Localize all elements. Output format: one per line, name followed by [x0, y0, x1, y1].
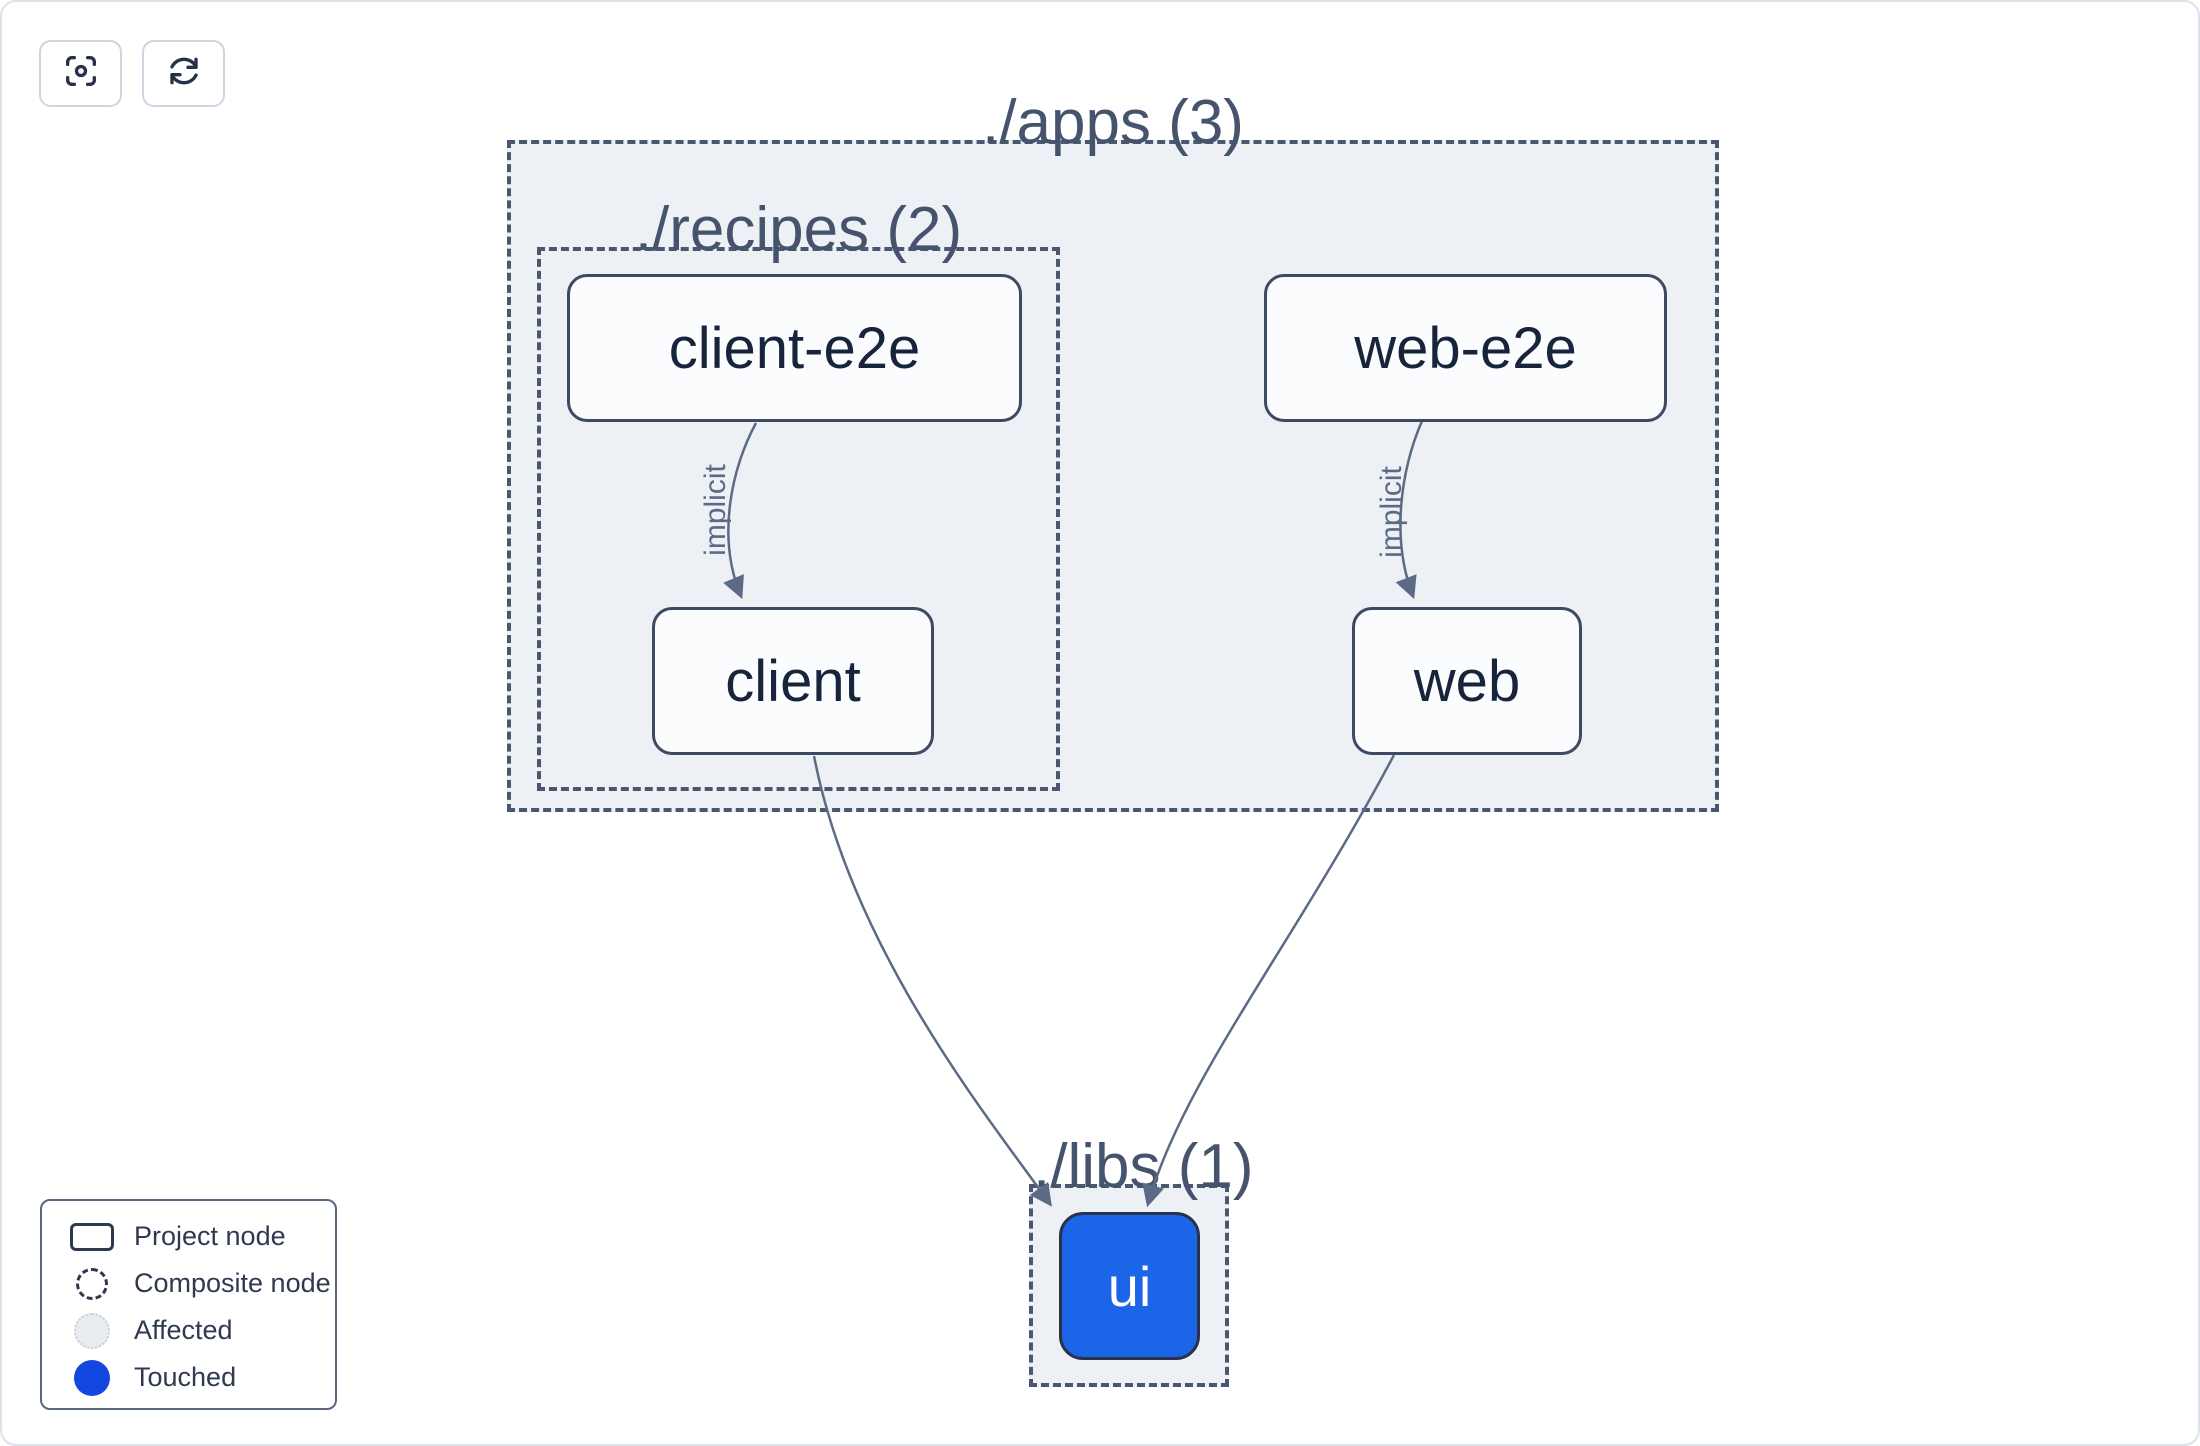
- node-label: web-e2e: [1354, 315, 1577, 381]
- legend-item-touched: Touched: [64, 1354, 335, 1401]
- project-node-ui-touched[interactable]: ui: [1059, 1212, 1200, 1360]
- edge-client-to-ui: [812, 755, 1052, 1207]
- group-label-libs: ./libs (1): [1033, 1131, 1254, 1201]
- project-node-web-e2e[interactable]: web-e2e: [1264, 274, 1667, 422]
- legend-label: Affected: [134, 1315, 233, 1345]
- node-label: client-e2e: [668, 315, 921, 381]
- legend-item-composite-node: Composite node: [64, 1260, 335, 1307]
- legend-label: Touched: [134, 1362, 237, 1392]
- affected-swatch-icon: [74, 1312, 110, 1349]
- legend-item-project-node: Project node: [64, 1213, 335, 1260]
- touched-swatch-icon: [74, 1359, 110, 1396]
- focus-crosshair-icon: [61, 51, 101, 96]
- group-label-apps: ./apps (3): [982, 87, 1244, 157]
- project-node-web[interactable]: web: [1352, 607, 1582, 755]
- legend-item-affected: Affected: [64, 1307, 335, 1354]
- legend-label: Composite node: [134, 1268, 331, 1298]
- graph-legend: Project node Composite node Affected Tou…: [40, 1199, 337, 1410]
- refresh-graph-button[interactable]: [142, 40, 225, 107]
- project-node-client[interactable]: client: [652, 607, 934, 755]
- legend-label: Project node: [134, 1221, 286, 1251]
- node-label: ui: [1107, 1254, 1152, 1318]
- node-label: client: [725, 648, 861, 714]
- project-node-client-e2e[interactable]: client-e2e: [567, 274, 1022, 422]
- node-label: web: [1413, 648, 1521, 714]
- refresh-icon: [164, 51, 204, 96]
- project-node-swatch-icon: [70, 1222, 114, 1251]
- edge-web-to-ui: [1142, 754, 1396, 1208]
- center-graph-button[interactable]: [39, 40, 122, 107]
- composite-node-swatch-icon: [76, 1267, 108, 1300]
